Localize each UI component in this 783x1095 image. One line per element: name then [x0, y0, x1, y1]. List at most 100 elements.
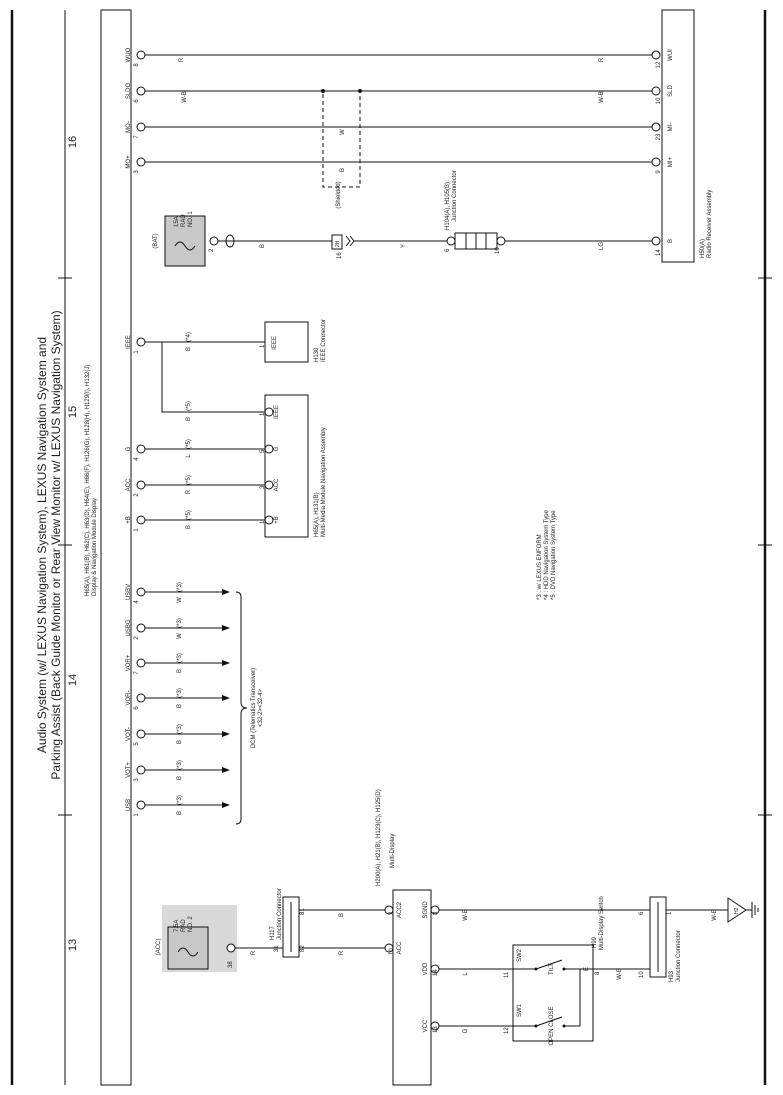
legend-note: *4 : HDD Navigation System Type	[544, 509, 550, 600]
bat-fuse-pin: 2	[209, 248, 215, 252]
fuse-icon	[174, 241, 196, 251]
connector-chevron-icon	[345, 235, 355, 247]
junction-pin: 10	[495, 247, 501, 254]
acc-fuse-number: NO. 2	[188, 916, 194, 932]
wire-mo-minus: MO- 7 W 23 MI-	[126, 121, 674, 140]
wire-color-label: B	[260, 244, 266, 248]
shield-enclosure	[322, 90, 361, 188]
pin-circle	[651, 236, 661, 246]
radio-receiver-name: Radio Receiver Assembly	[707, 190, 713, 258]
svg-text:5: 5	[260, 449, 266, 453]
display-module-code: H65(A), H61(B), H62(C), H63(D), H64(E), …	[85, 365, 91, 596]
svg-text:W-B: W-B	[182, 91, 188, 103]
svg-text:R: R	[186, 489, 192, 494]
acc-fuse-rating: 7.5A	[174, 920, 180, 932]
svg-text:12: 12	[656, 61, 662, 68]
svg-text:(*3): (*3)	[177, 724, 183, 734]
svg-text:2: 2	[389, 911, 395, 915]
switch-pin: 8	[595, 971, 601, 975]
wire-acc: ACC 2 (*5) R 3 ACC	[126, 475, 280, 497]
arrow-icon	[222, 731, 230, 737]
ieee-connector-body	[264, 321, 309, 363]
svg-text:(*5): (*5)	[186, 475, 192, 485]
ground-icon	[746, 902, 759, 918]
pin-circles-top	[136, 50, 661, 167]
h93-pin: 10	[639, 971, 645, 978]
svg-text:4: 4	[134, 457, 140, 461]
svg-text:3: 3	[134, 778, 140, 782]
svg-text:R: R	[179, 57, 185, 62]
svg-text:+B: +B	[274, 516, 280, 524]
svg-text:USBV: USBV	[126, 584, 132, 600]
shielded-label: (Shielded)	[336, 181, 342, 208]
diagram-title: Audio System (w/ LEXUS Navigation System…	[35, 337, 49, 753]
dcm-refs: <32-2><32-4>	[258, 688, 264, 727]
junction-pin: 6	[445, 248, 451, 252]
svg-text:2: 2	[134, 493, 140, 497]
svg-text:(*3): (*3)	[177, 618, 183, 628]
svg-text:VOT-: VOT-	[126, 727, 132, 741]
svg-text:1: 1	[134, 813, 140, 817]
section-number: 15	[67, 406, 79, 418]
svg-text:(*5): (*5)	[186, 439, 192, 449]
multimedia-module-code: H65(A), H131(B)	[314, 492, 320, 537]
splice-point	[358, 89, 362, 93]
dcm-wire-vot-minusplus: VOT+3(*3)B	[126, 760, 230, 782]
fuse-icon	[177, 947, 199, 957]
svg-text:3: 3	[433, 911, 439, 915]
arrow-icon	[222, 589, 230, 595]
svg-text:(*3): (*3)	[177, 653, 183, 663]
switch-name: Multi-Display Switch	[599, 896, 605, 950]
svg-text:3: 3	[134, 170, 140, 174]
svg-text:6: 6	[134, 706, 140, 710]
radio-pin: 14	[656, 249, 662, 256]
svg-text:G: G	[274, 446, 280, 451]
svg-text:ACC: ACC	[274, 478, 280, 491]
switch-openclose-label: OPEN CLOSE	[549, 1006, 555, 1045]
svg-text:B: B	[186, 347, 192, 351]
svg-text:IEEE: IEEE	[126, 335, 132, 349]
svg-text:7: 7	[134, 135, 140, 139]
acc-fuse-name: RAD	[181, 919, 187, 932]
svg-text:VOR+: VOR+	[126, 654, 132, 671]
rad-no1-fuse-block	[164, 215, 206, 267]
svg-text:(*3): (*3)	[177, 582, 183, 592]
multi-display-code: H200(A), H21(B), H123(C), H125(D)	[376, 789, 382, 886]
diagram-subtitle: Parking Assist (Back Guide Monitor or Re…	[49, 310, 63, 779]
svg-text:23: 23	[656, 133, 662, 140]
svg-text:B: B	[186, 417, 192, 421]
svg-text:USB: USB	[126, 799, 132, 811]
svg-text:7: 7	[134, 671, 140, 675]
svg-text:L: L	[186, 454, 192, 458]
junction-2h-pin: 16	[337, 252, 343, 259]
svg-text:MO-: MO-	[126, 121, 132, 133]
svg-text:ACC2: ACC2	[397, 901, 403, 918]
multi-display-pins: 2 ACC2 10 ACC 3 SGND 14 VDD 13 VCC	[384, 901, 440, 1033]
svg-text:3: 3	[260, 485, 266, 489]
svg-text:B: B	[177, 704, 183, 708]
svg-text:1: 1	[134, 528, 140, 532]
radio-receiver-body	[661, 9, 695, 263]
wire-sldo: SLDO 6 W-B W-B 10 SLD	[126, 83, 674, 105]
h117-name: Junction Connector	[277, 888, 283, 940]
dcm-wire-group: USBV4(*3)WUSBG2(*3)WVOR+7(*3)BVOR-6(*3)B…	[126, 582, 230, 817]
arrow-icon	[222, 625, 230, 631]
wire-color-label: L	[463, 972, 469, 976]
svg-text:10: 10	[389, 948, 395, 955]
switch-code: H99	[592, 936, 598, 948]
h93-pin: 6	[639, 911, 645, 915]
bat-fuse-rating: 15A	[174, 216, 180, 227]
dcm-wire-vot-minus: VOT-5(*3)B	[126, 724, 230, 746]
dcm-name: DCM (Telematics Transceiver)	[251, 668, 257, 748]
dcm-wire-vor-minusplus: VOR+7(*3)B	[126, 653, 230, 675]
svg-text:W: W	[177, 597, 183, 603]
wire-color-label: W-B	[712, 909, 718, 921]
dcm-wire-vor-minus: VOR-6(*3)B	[126, 688, 230, 710]
svg-text:R: R	[599, 57, 605, 62]
wire-g: G 4 (*5) L 5 G	[126, 439, 280, 461]
wire-color-label: G	[463, 1028, 469, 1033]
junction-2h-label: 2H	[335, 240, 341, 247]
svg-text:9: 9	[656, 170, 662, 174]
bat-fuse-name: RAD	[181, 214, 187, 227]
